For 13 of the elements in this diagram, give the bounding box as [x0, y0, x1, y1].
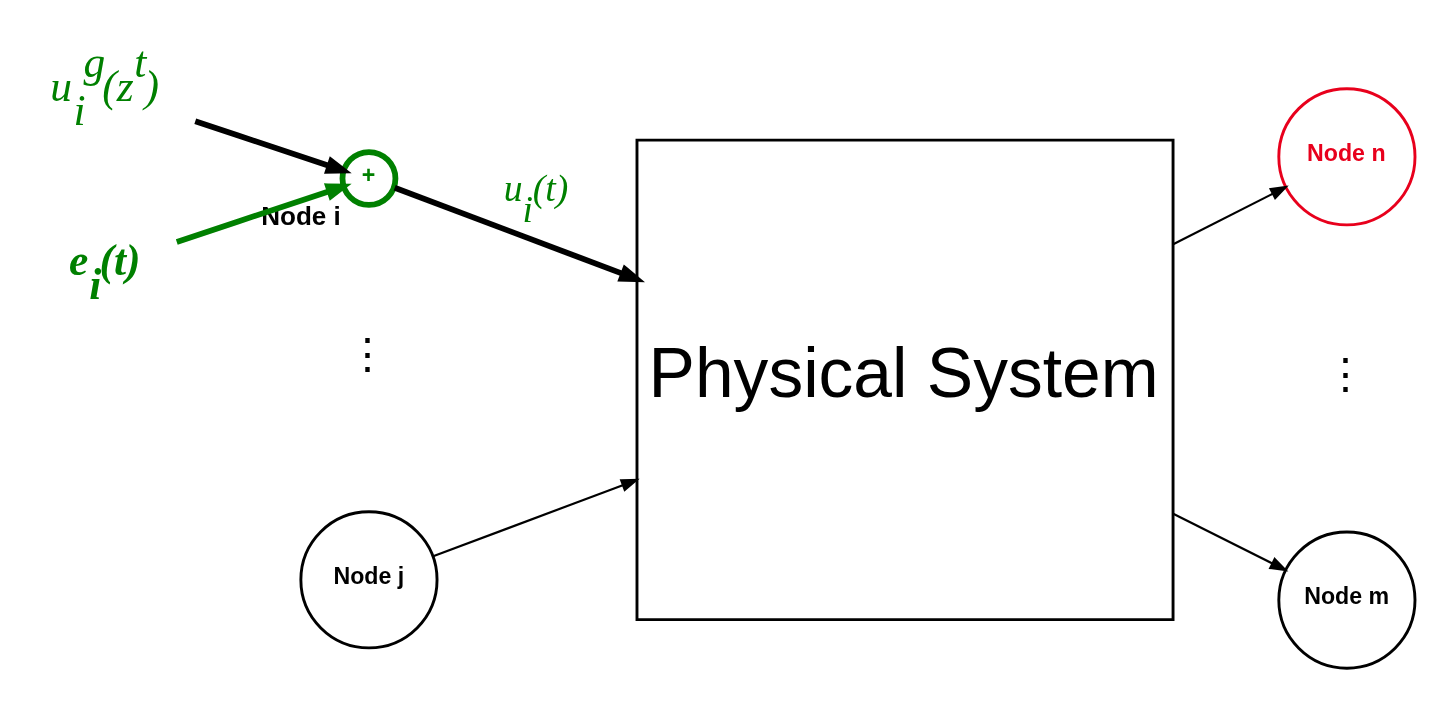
arrow — [393, 184, 646, 283]
arrow — [1172, 512, 1289, 572]
arrow — [175, 183, 352, 245]
arrow — [194, 118, 352, 174]
node-circle: Node j — [299, 510, 439, 650]
label: ⋮ — [1324, 350, 1368, 399]
arrow — [1172, 185, 1289, 246]
node-circle: Node n — [1277, 87, 1417, 227]
node-circle: Node m — [1277, 530, 1417, 670]
node-box: Physical System — [635, 138, 1175, 622]
label: ⋮ — [346, 330, 390, 379]
arrow — [432, 478, 640, 558]
node-circle: + — [339, 149, 399, 208]
